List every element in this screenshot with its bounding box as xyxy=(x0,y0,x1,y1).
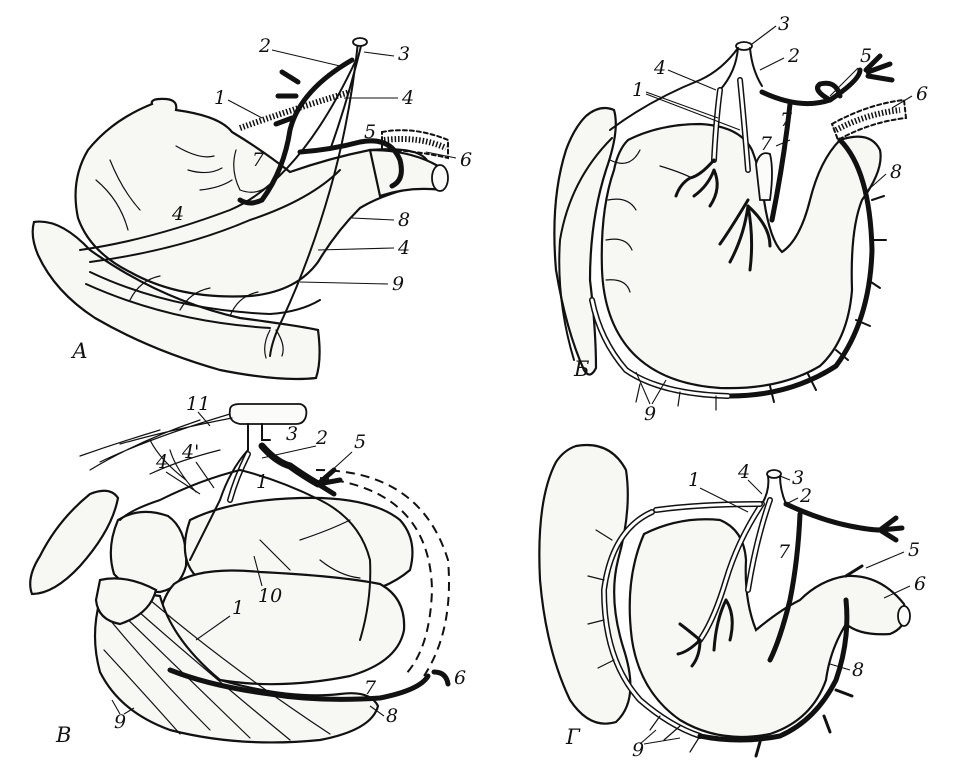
pylorus-b xyxy=(755,152,773,201)
panel-letter-b: Б xyxy=(573,357,589,381)
label-v-1-mid: 1 xyxy=(232,597,244,619)
label-b-7-low: 7 xyxy=(760,133,773,155)
splenic-vein-v xyxy=(258,442,322,488)
label-v-10: 10 xyxy=(258,585,282,607)
label-v-8: 8 xyxy=(386,705,398,727)
stomach-g xyxy=(628,518,907,739)
label-b-9: 9 xyxy=(644,403,656,425)
pylorus-end-g xyxy=(897,605,911,627)
panel-g xyxy=(538,444,911,758)
panel-v xyxy=(29,403,451,744)
label-a-6: 6 xyxy=(460,149,472,171)
label-v-7: 7 xyxy=(364,677,377,699)
spleen-g xyxy=(538,444,632,725)
labels-panel-b: Б 3 2 4 1 5 6 7 7 8 9 xyxy=(573,13,928,425)
label-b-2: 2 xyxy=(787,45,800,67)
panel-letter-a: А xyxy=(70,339,88,363)
omentum-v xyxy=(93,592,380,744)
splenic-vein-g xyxy=(783,501,883,533)
label-g-5: 5 xyxy=(908,539,920,561)
label-b-3: 3 xyxy=(778,13,790,35)
label-a-4-mid: 4 xyxy=(171,203,184,225)
vessel-main-a xyxy=(269,41,359,357)
splenic-vein-b xyxy=(759,67,863,107)
label-v-4: 4 xyxy=(155,451,168,473)
spleen-b xyxy=(553,106,617,376)
label-g-9: 9 xyxy=(632,739,644,761)
label-a-5: 5 xyxy=(364,121,376,143)
label-v-3: 3 xyxy=(286,423,298,445)
duodenum-a xyxy=(368,148,444,198)
labels-panel-g: Г 1 4 3 2 7 5 6 8 9 xyxy=(565,461,926,761)
label-a-7: 7 xyxy=(252,149,265,171)
label-a-1: 1 xyxy=(214,87,226,109)
gastroepiploic-g xyxy=(697,597,850,743)
panel-letter-g: Г xyxy=(565,725,581,749)
label-g-1: 1 xyxy=(688,469,700,491)
label-g-4: 4 xyxy=(737,461,750,483)
label-v-5: 5 xyxy=(354,431,366,453)
label-v-1-top: 1 xyxy=(256,471,268,493)
label-g-8: 8 xyxy=(852,659,864,681)
label-b-6: 6 xyxy=(916,83,928,105)
stomach-b xyxy=(600,122,882,390)
label-g-2: 2 xyxy=(799,485,812,507)
hepatic-duct-tube-v xyxy=(228,403,308,425)
label-a-9: 9 xyxy=(392,273,404,295)
label-a-2: 2 xyxy=(258,35,271,57)
label-g-3: 3 xyxy=(792,467,804,489)
label-g-6: 6 xyxy=(914,573,926,595)
label-b-1: 1 xyxy=(632,79,644,101)
label-b-8: 8 xyxy=(890,161,902,183)
label-v-2: 2 xyxy=(315,427,328,449)
dashed-arc-v xyxy=(319,477,434,677)
labels-panel-a: А 2 3 1 4 5 7 6 4 8 4 9 xyxy=(70,35,472,363)
label-a-4-top: 4 xyxy=(401,87,414,109)
gastroepiploic-v xyxy=(167,667,431,702)
label-v-9: 9 xyxy=(114,711,126,733)
gallbladder-v xyxy=(29,489,120,596)
label-v-6: 6 xyxy=(454,667,466,689)
label-b-4: 4 xyxy=(653,57,666,79)
label-v-4prime: 4' xyxy=(181,441,199,463)
label-g-7: 7 xyxy=(778,541,791,563)
gastroepiploic-b xyxy=(727,137,875,399)
label-v-11: 11 xyxy=(186,393,210,415)
panel-b xyxy=(553,41,908,411)
label-a-3: 3 xyxy=(398,43,410,65)
label-b-7-top: 7 xyxy=(780,109,793,131)
portal-vein-a xyxy=(237,57,355,206)
label-b-5: 5 xyxy=(860,45,872,67)
label-a-8: 8 xyxy=(398,209,410,231)
duodenum-end-a xyxy=(431,164,449,192)
panel-letter-v: В xyxy=(55,723,71,747)
labels-panel-v: В 11 3 2 5 4 4' 1 1 10 6 7 8 9 xyxy=(55,393,466,747)
label-a-4-low: 4 xyxy=(397,237,410,259)
panel-a xyxy=(31,37,449,381)
